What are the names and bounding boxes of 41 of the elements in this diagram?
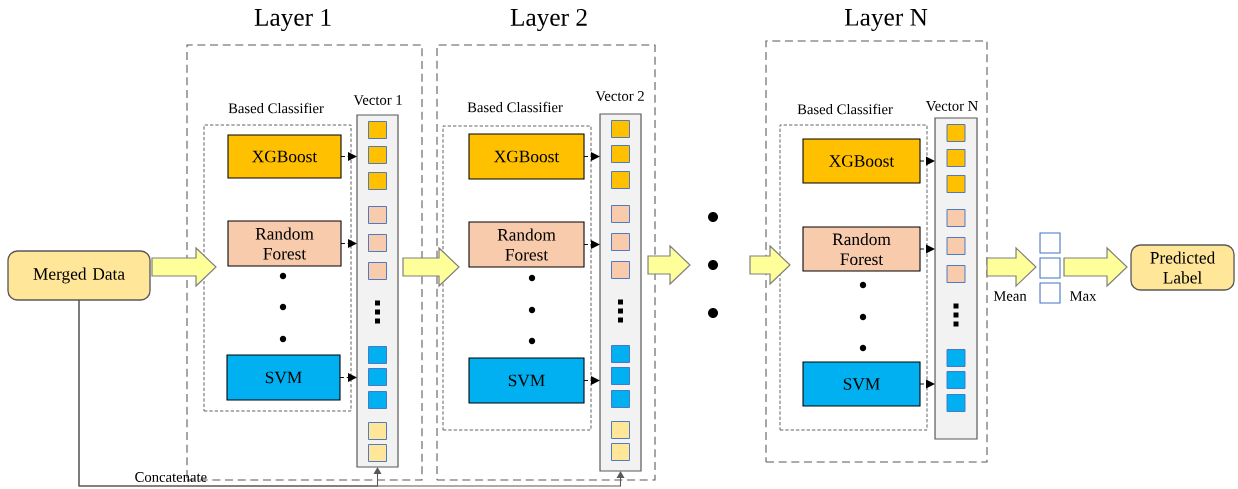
classifier-box: Random Forest (227, 220, 342, 267)
block-arrow (402, 246, 460, 288)
rounded-box: Merged Data (7, 250, 151, 301)
arrow (340, 239, 357, 248)
block-arrow (986, 246, 1037, 288)
classifier-box: Random Forest (468, 221, 585, 268)
arrow (919, 156, 935, 166)
block-arrow (151, 246, 217, 288)
square-column (1039, 232, 1061, 304)
group-heading: Based Classifier (228, 102, 324, 114)
block-arrow (647, 244, 691, 286)
arrow (919, 379, 935, 389)
ellipsis-dots (708, 212, 718, 318)
rounded-box: Predicted Label (1130, 244, 1235, 291)
vector-heading: Vector 2 (595, 91, 644, 101)
classifier-box: XGBoost (802, 138, 921, 184)
classifier-box: XGBoost (227, 134, 342, 179)
classifier-box: SVM (802, 361, 921, 407)
classifier-box: SVM (468, 357, 585, 404)
arrow (340, 152, 357, 161)
block-arrow (749, 244, 791, 286)
arrow (583, 240, 600, 249)
arrow (919, 244, 935, 254)
classifier-box: Random Forest (802, 226, 921, 272)
group-heading: Based Classifier (797, 103, 893, 115)
group-heading: Based Classifier (467, 101, 563, 113)
arrow (78, 299, 625, 487)
edge-label: Mean (993, 291, 1027, 301)
vector-heading: Vector 1 (353, 95, 402, 105)
layer-heading: Layer 2 (510, 8, 587, 32)
vector-heading: Vector N (925, 101, 978, 111)
block-arrow (1063, 246, 1128, 288)
edge-label: Max (1070, 291, 1097, 301)
layer-heading: Layer 1 (254, 8, 331, 32)
edge-label: Concatenate (135, 472, 207, 482)
arrow (339, 373, 357, 382)
classifier-box: XGBoost (468, 133, 585, 180)
classifier-box: SVM (226, 354, 341, 401)
arrow (583, 376, 600, 385)
arrow (583, 152, 600, 161)
layer-heading: Layer N (844, 9, 928, 31)
